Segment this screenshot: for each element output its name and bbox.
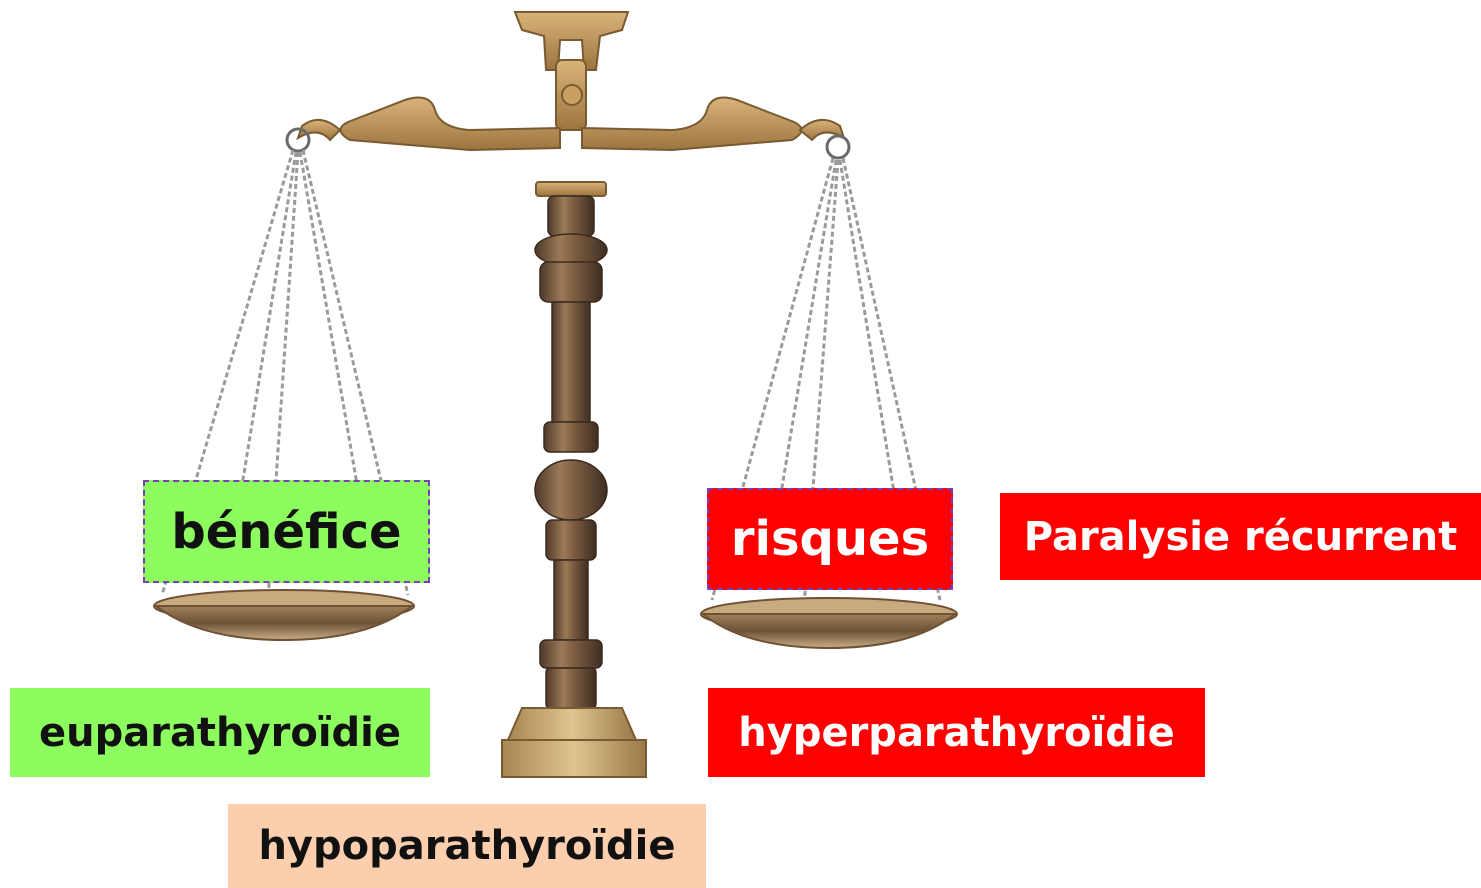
top-ornament	[515, 12, 628, 130]
risques-label: risques	[707, 488, 953, 590]
left-pan	[154, 590, 414, 640]
scale-base	[502, 708, 646, 777]
hypoparathyroidie-label: hypoparathyroïdie	[228, 804, 706, 888]
paralysie-recurrent-label: Paralysie récurrent	[1000, 493, 1481, 580]
pillar-collar	[536, 182, 606, 196]
center-pillar	[535, 196, 607, 708]
right-ring	[827, 136, 849, 158]
hyperparathyroidie-label: hyperparathyroïdie	[708, 688, 1205, 777]
left-ring	[287, 129, 309, 151]
euparathyroidie-label: euparathyroïdie	[10, 688, 430, 777]
benefice-label: bénéfice	[143, 480, 430, 583]
right-pan	[701, 598, 957, 648]
